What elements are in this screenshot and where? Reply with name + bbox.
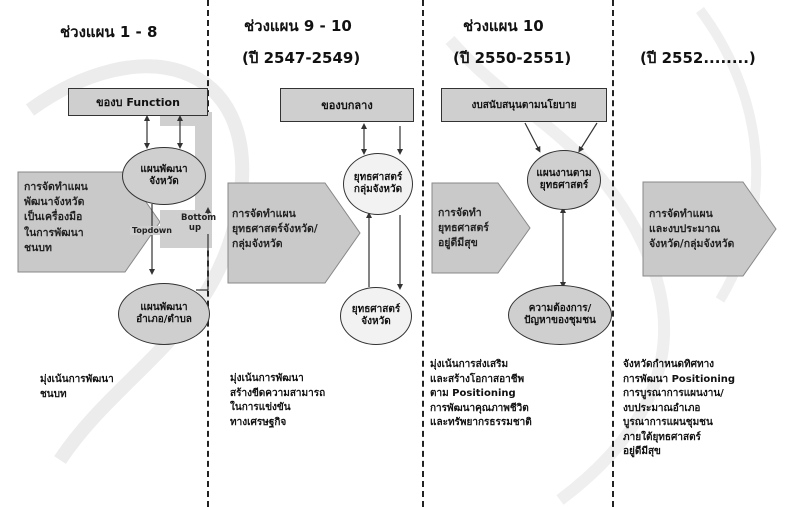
- heading-period-1: ช่วงแผน 1 - 8: [60, 23, 158, 41]
- panel4-arrow-shape: [642, 181, 777, 277]
- panel1-ellipse-province-plan: แผนพัฒนา จังหวัด: [122, 147, 206, 205]
- panel2-ellipse-cluster-strategy: ยุทธศาสตร์ กลุ่มจังหวัด: [343, 153, 413, 215]
- heading-period-2: ช่วงแผน 9 - 10: [244, 17, 352, 35]
- panel2-note: มุ่งเน้นการพัฒนา สร้างขีดความสามารถ ในกา…: [230, 373, 326, 428]
- panel1-ellipse-district-plan: แผนพัฒนา อำเภอ/ตำบล: [118, 283, 210, 345]
- panel1-arrow-text: การจัดทำแผน พัฒนาจังหวัด เป็นเครื่องมือ …: [24, 181, 88, 254]
- heading-period-3: ช่วงแผน 10: [463, 17, 544, 35]
- panel1-arrow-shape: [17, 171, 161, 273]
- panel4-arrow-text: การจัดทำแผน และงบประมาณ จังหวัด/กลุ่มจัง…: [649, 208, 735, 251]
- panel1-note: มุ่งเน้นการพัฒนา ชนบท: [40, 374, 114, 400]
- panel3-arrow-text: การจัดทำ ยุทธศาสตร์ อยู่ดีมีสุข: [438, 207, 489, 250]
- panel1-top-box: ของบ Function: [68, 88, 208, 116]
- panel3-top-box: งบสนับสนุนตามนโยบาย: [441, 88, 607, 122]
- panel1-bottomup-label: Bottom up: [181, 213, 217, 234]
- heading-period-2-years: (ปี 2547-2549): [242, 49, 361, 67]
- divider-3: [612, 0, 614, 507]
- panel3-arrow-shape: [431, 182, 531, 274]
- panel2-arrow-shape: [227, 182, 361, 284]
- heading-period-4-years: (ปี 2552........): [640, 49, 756, 67]
- panel2-ellipse-province-strategy: ยุทธศาสตร์ จังหวัด: [340, 287, 412, 345]
- panel2-arrow-text: การจัดทำแผน ยุทธศาสตร์จังหวัด/ กลุ่มจังห…: [232, 208, 318, 251]
- panel3-note: มุ่งเน้นการส่งเสริม และสร้างโอกาสอาชีพ ต…: [430, 359, 532, 428]
- heading-period-3-years: (ปี 2550-2551): [453, 49, 572, 67]
- panel3-ellipse-community-needs: ความต้องการ/ ปัญหาของชุมชน: [508, 285, 612, 345]
- panel1-topdown-label: Topdown: [130, 226, 174, 236]
- panel3-ellipse-strategy-plan: แผนงานตาม ยุทธศาสตร์: [527, 150, 601, 210]
- panel4-note: จังหวัดกำหนดทิศทาง การพัฒนา Positioning …: [623, 359, 736, 457]
- divider-2: [422, 0, 424, 507]
- panel2-top-box: ของบกลาง: [280, 88, 414, 122]
